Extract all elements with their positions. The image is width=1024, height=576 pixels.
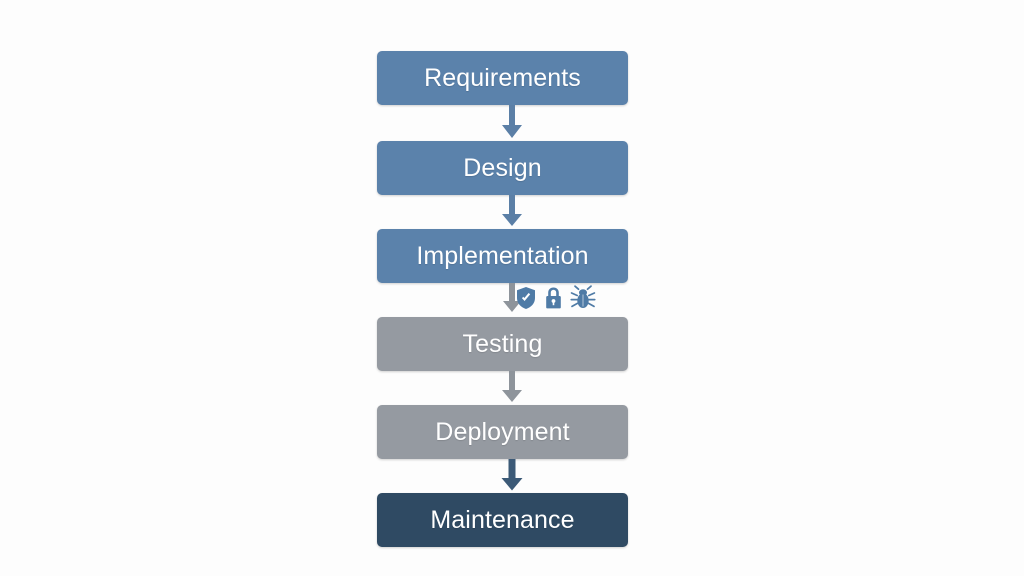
shield-icon[interactable] [515,286,537,310]
arrow-implementation-to-testing [0,283,1024,315]
flow-node-label: Maintenance [430,505,575,534]
flow-node-label: Testing [462,329,543,358]
flow-node-design[interactable]: Design [377,141,628,195]
down-arrow-icon [502,195,522,226]
flow-node-implementation[interactable]: Implementation [377,229,628,283]
flow-node-label: Requirements [424,63,581,92]
down-arrow-icon [502,371,522,402]
bug-icon[interactable] [570,285,596,311]
flow-node-label: Implementation [416,241,589,270]
lock-icon[interactable] [543,286,564,310]
arrow-design-to-implementation [0,195,1024,229]
arrow-testing-to-deployment [0,371,1024,405]
arrow-requirements-to-design [0,105,1024,141]
down-arrow-icon [501,459,523,491]
flow-node-testing[interactable]: Testing [377,317,628,371]
down-arrow-icon [502,105,522,138]
flow-node-requirements[interactable]: Requirements [377,51,628,105]
flow-node-deployment[interactable]: Deployment [377,405,628,459]
flow-node-label: Deployment [435,417,570,446]
flow-node-maintenance[interactable]: Maintenance [377,493,628,547]
security-annotation-icons [515,283,596,313]
flow-node-label: Design [463,153,542,182]
arrow-deployment-to-maintenance [0,459,1024,493]
